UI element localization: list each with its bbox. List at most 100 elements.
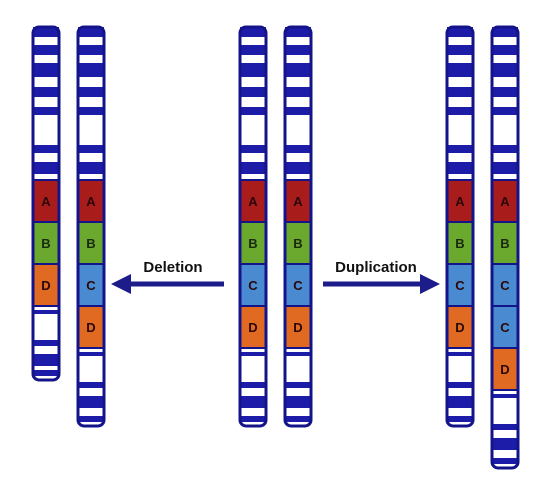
gene-label-D: D [248,320,257,335]
gene-segment-D [33,264,59,306]
dark-band [492,424,518,430]
dark-band [447,162,473,174]
gene-label-A: A [248,194,258,209]
dark-band [78,416,104,422]
gene-label-C: C [293,278,303,293]
dark-band [285,87,311,97]
gene-label-D: D [500,362,509,377]
dark-band [33,87,59,97]
gene-segment-B [447,222,473,264]
gene-label-C: C [500,278,510,293]
centromere-notch-right [46,127,60,139]
gene-segment-D [492,348,518,390]
dark-band [240,63,266,77]
dark-band [492,458,518,464]
gene-segment-C [447,264,473,306]
dark-band [240,382,266,388]
dark-band [78,45,104,55]
gene-segment-D [240,306,266,348]
dark-band [285,107,311,115]
centromere-notch-left [77,127,91,139]
dark-band [240,162,266,174]
dark-band [240,45,266,55]
gene-label-C: C [500,320,510,335]
gene-segment-C [492,264,518,306]
dark-band [492,27,518,37]
dark-band [285,145,311,153]
gene-label-A: A [455,194,465,209]
gene-segment-B [492,222,518,264]
gene-label-B: B [500,236,509,251]
deletion-label: Deletion [143,259,202,276]
dark-band [447,396,473,408]
chromosome-outline [31,25,61,382]
dark-band [33,354,59,366]
dark-band [240,145,266,153]
dark-band [447,27,473,37]
gene-segment-D [285,306,311,348]
dark-band [33,27,59,37]
gene-label-B: B [248,236,257,251]
centromere-notch-right [91,127,105,139]
gene-segment-A [285,180,311,222]
dark-band [240,396,266,408]
dark-band [33,145,59,153]
dark-band [447,382,473,388]
centromere-notch-right [298,127,312,139]
dark-band [447,87,473,97]
dark-band [492,45,518,55]
duplication-label: Duplication [335,259,417,276]
gene-label-A: A [86,194,96,209]
dark-band [240,352,266,356]
duplication-arrow: Duplication [323,259,440,294]
gene-label-C: C [248,278,258,293]
dark-band [285,396,311,408]
gene-segment-C [285,264,311,306]
dark-band [285,382,311,388]
chromosome-outline [445,25,475,428]
dark-band [492,394,518,398]
gene-segment-A [240,180,266,222]
chromosome-outline [283,25,313,428]
centromere-notch-left [239,127,253,139]
gene-segment-D [78,306,104,348]
gene-label-D: D [41,278,50,293]
dark-band [78,382,104,388]
dark-band [33,340,59,346]
dark-band [78,396,104,408]
dark-band [285,162,311,174]
dark-band [240,416,266,422]
dark-band [33,310,59,314]
centromere-notch-left [491,127,505,139]
gene-label-C: C [86,278,96,293]
dark-band [447,63,473,77]
dark-band [33,370,59,376]
dark-band [447,45,473,55]
dark-band [78,162,104,174]
gene-segment-B [33,222,59,264]
gene-label-C: C [455,278,465,293]
gene-label-B: B [41,236,50,251]
gene-label-D: D [293,320,302,335]
centromere-notch-right [253,127,267,139]
chromosome-outline [238,25,268,428]
dark-band [492,87,518,97]
dark-band [285,63,311,77]
dark-band [78,107,104,115]
dark-band [447,352,473,356]
centromere-notch-left [284,127,298,139]
chromosome-normal-1: A B C D [238,25,268,428]
dark-band [78,145,104,153]
dark-band [285,352,311,356]
dark-band [447,107,473,115]
gene-label-A: A [41,194,51,209]
dark-band [492,63,518,77]
centromere-notch-right [505,127,519,139]
dark-band [285,416,311,422]
chromosome-outline [490,25,520,470]
